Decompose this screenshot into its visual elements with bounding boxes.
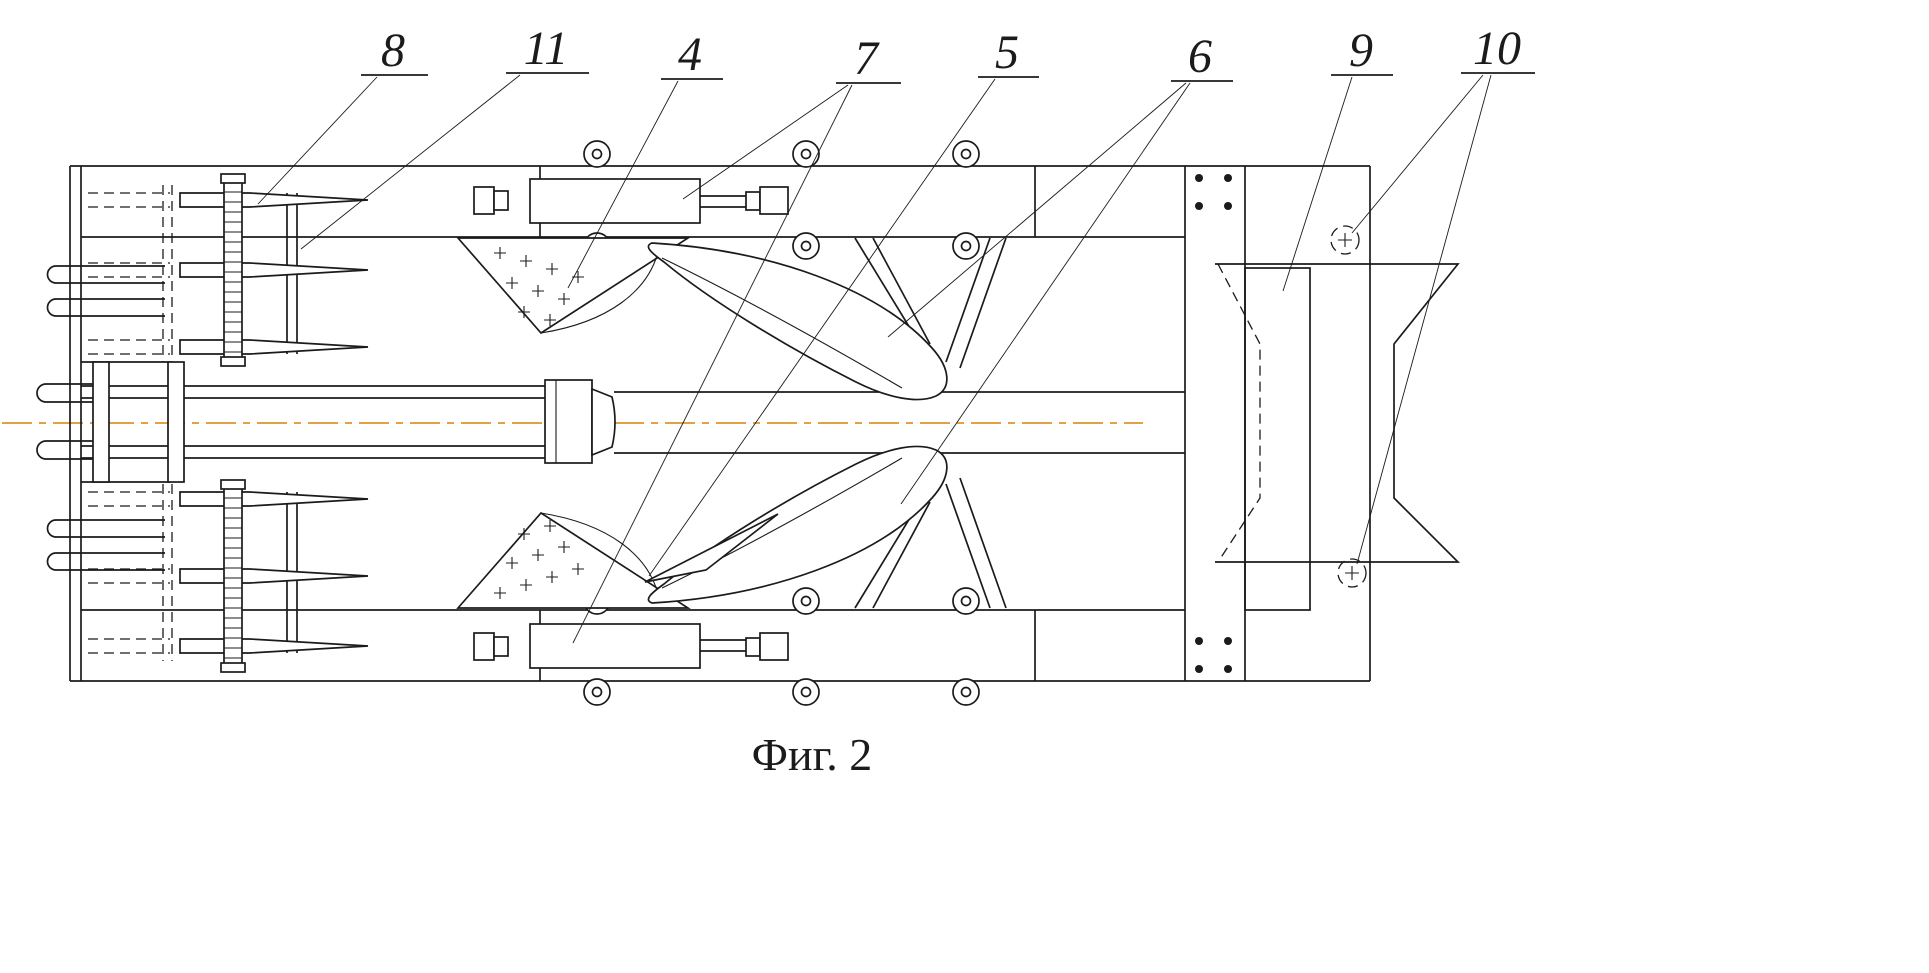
support-struts bbox=[854, 237, 1007, 609]
share-point bbox=[644, 513, 779, 583]
tine bbox=[179, 192, 369, 208]
tine bbox=[179, 339, 369, 355]
ref-label-10: 10 bbox=[1351, 22, 1535, 565]
tine-unit-bottom bbox=[88, 479, 369, 673]
ref-number: 5 bbox=[995, 26, 1019, 79]
ref-number: 8 bbox=[381, 24, 405, 77]
cylinder-body bbox=[529, 623, 701, 669]
drawbar-tip bbox=[591, 387, 616, 457]
plus-marks bbox=[494, 247, 584, 326]
bolt-dot bbox=[1224, 202, 1232, 210]
ref-label-11: 11 bbox=[300, 22, 589, 250]
cylinder-body bbox=[529, 178, 701, 224]
ref-label-9: 9 bbox=[1282, 24, 1393, 292]
main-frame bbox=[69, 165, 1371, 682]
bolt-dot bbox=[1195, 174, 1203, 182]
ref-number: 10 bbox=[1473, 22, 1521, 75]
ref-number: 7 bbox=[854, 32, 880, 85]
drawbar bbox=[81, 361, 616, 483]
ref-label-6: 6 bbox=[887, 30, 1233, 505]
tine bbox=[179, 638, 369, 654]
ref-number: 9 bbox=[1349, 24, 1373, 77]
ref-number: 6 bbox=[1188, 30, 1212, 83]
tine bbox=[179, 568, 369, 584]
bolt-dot bbox=[1195, 637, 1203, 645]
hitch-hole-bottom bbox=[1337, 558, 1367, 588]
ref-number: 11 bbox=[524, 22, 568, 75]
bolt-dot bbox=[1195, 665, 1203, 673]
bolt-dot bbox=[1224, 637, 1232, 645]
hitch-hole-top bbox=[1330, 225, 1360, 255]
bottom-beam-bolts bbox=[583, 587, 980, 706]
tine-unit-top bbox=[88, 173, 369, 367]
mouldboard-bottom bbox=[644, 445, 948, 604]
reference-labels: 8 11 4 7 5 6 bbox=[257, 22, 1535, 644]
hydraulic-cylinder-top bbox=[473, 178, 789, 224]
rear-hitch bbox=[1215, 225, 1461, 588]
left-clamps bbox=[36, 265, 165, 571]
ref-label-8: 8 bbox=[257, 24, 428, 205]
ref-label-4: 4 bbox=[567, 28, 723, 289]
mouldboard-top bbox=[647, 242, 948, 401]
tine bbox=[179, 491, 369, 507]
drawbar-housing bbox=[544, 379, 593, 464]
share-plate-top bbox=[456, 237, 691, 335]
figure-caption: Фиг. 2 bbox=[752, 729, 873, 780]
bolt-dot bbox=[1195, 202, 1203, 210]
bolt-dot bbox=[1224, 665, 1232, 673]
ref-label-7: 7 bbox=[572, 32, 901, 644]
hydraulic-cylinder-bottom bbox=[473, 623, 789, 669]
rear-mount-plate bbox=[1184, 166, 1246, 681]
plus-marks bbox=[494, 520, 584, 599]
rear-bracket bbox=[1244, 267, 1311, 611]
ref-label-5: 5 bbox=[648, 26, 1039, 577]
tine bbox=[179, 262, 369, 278]
bolt-dot bbox=[1224, 174, 1232, 182]
ref-number: 4 bbox=[678, 28, 702, 81]
